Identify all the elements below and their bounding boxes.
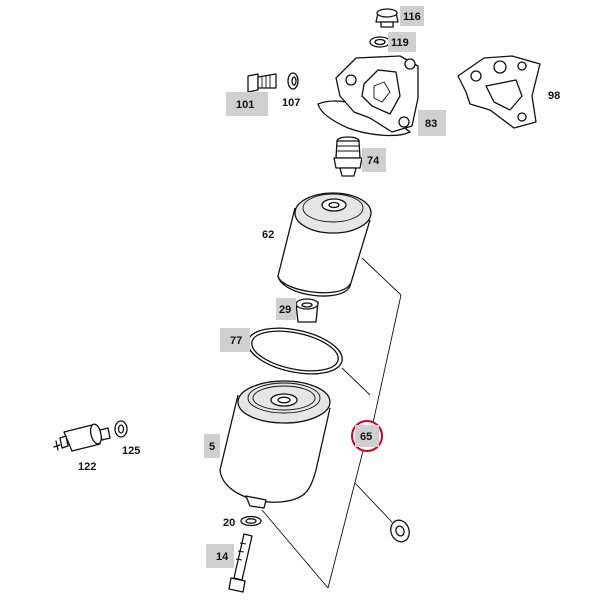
part-14-label-bg — [206, 544, 234, 568]
part-122-sensor[interactable] — [53, 423, 111, 452]
part-14-screw[interactable] — [228, 533, 253, 593]
part-107-label[interactable]: 107 — [282, 97, 300, 109]
part-65-label-bg — [355, 425, 379, 447]
part-65-highlight-ring — [351, 420, 383, 452]
part-107-washer[interactable] — [287, 72, 299, 90]
part-65-washer[interactable] — [388, 518, 412, 545]
part-98-gasket[interactable] — [457, 55, 541, 129]
part-5-label-bg — [204, 434, 220, 458]
part-83-label-bg — [418, 110, 446, 136]
part-29-sleeve[interactable] — [295, 298, 319, 323]
part-116-label[interactable]: 116 — [403, 11, 421, 23]
part-77-label[interactable]: 77 — [230, 335, 242, 347]
part-74-label-bg — [362, 148, 386, 172]
part-119-seal-ring[interactable] — [369, 36, 391, 48]
part-125-washer[interactable] — [114, 420, 128, 438]
part-20-seal-ring[interactable] — [240, 515, 262, 527]
part-83-housing-flange[interactable] — [317, 55, 419, 137]
part-116-label-bg — [400, 6, 424, 26]
part-119-label-bg — [388, 32, 416, 52]
part-122-label[interactable]: 122 — [78, 461, 96, 473]
part-29-label-bg — [276, 298, 296, 320]
part-101-bolt[interactable] — [247, 73, 277, 93]
part-74-fitting[interactable] — [333, 136, 363, 177]
part-65-label[interactable]: 65 — [360, 431, 372, 443]
part-77-o-ring[interactable] — [244, 320, 347, 381]
part-116-plug[interactable] — [375, 8, 399, 28]
part-101-label-bg — [226, 92, 268, 116]
part-5-filter-housing[interactable] — [219, 380, 331, 509]
part-65-callout[interactable]: 65 — [351, 420, 383, 452]
part-29-label[interactable]: 29 — [279, 304, 291, 316]
part-62-filter-element[interactable] — [277, 192, 372, 297]
part-101-label[interactable]: 101 — [236, 99, 254, 111]
leader-lines — [261, 257, 402, 589]
part-20-label[interactable]: 20 — [223, 517, 235, 529]
part-14-label[interactable]: 14 — [216, 551, 229, 563]
part-119-label[interactable]: 119 — [391, 37, 409, 49]
part-83-label[interactable]: 83 — [425, 118, 437, 130]
part-62-label[interactable]: 62 — [262, 229, 274, 241]
part-98-label[interactable]: 98 — [548, 90, 560, 102]
part-5-label[interactable]: 5 — [209, 441, 215, 453]
part-125-label[interactable]: 125 — [122, 445, 140, 457]
part-74-label[interactable]: 74 — [367, 155, 380, 167]
part-77-label-bg — [220, 328, 250, 352]
